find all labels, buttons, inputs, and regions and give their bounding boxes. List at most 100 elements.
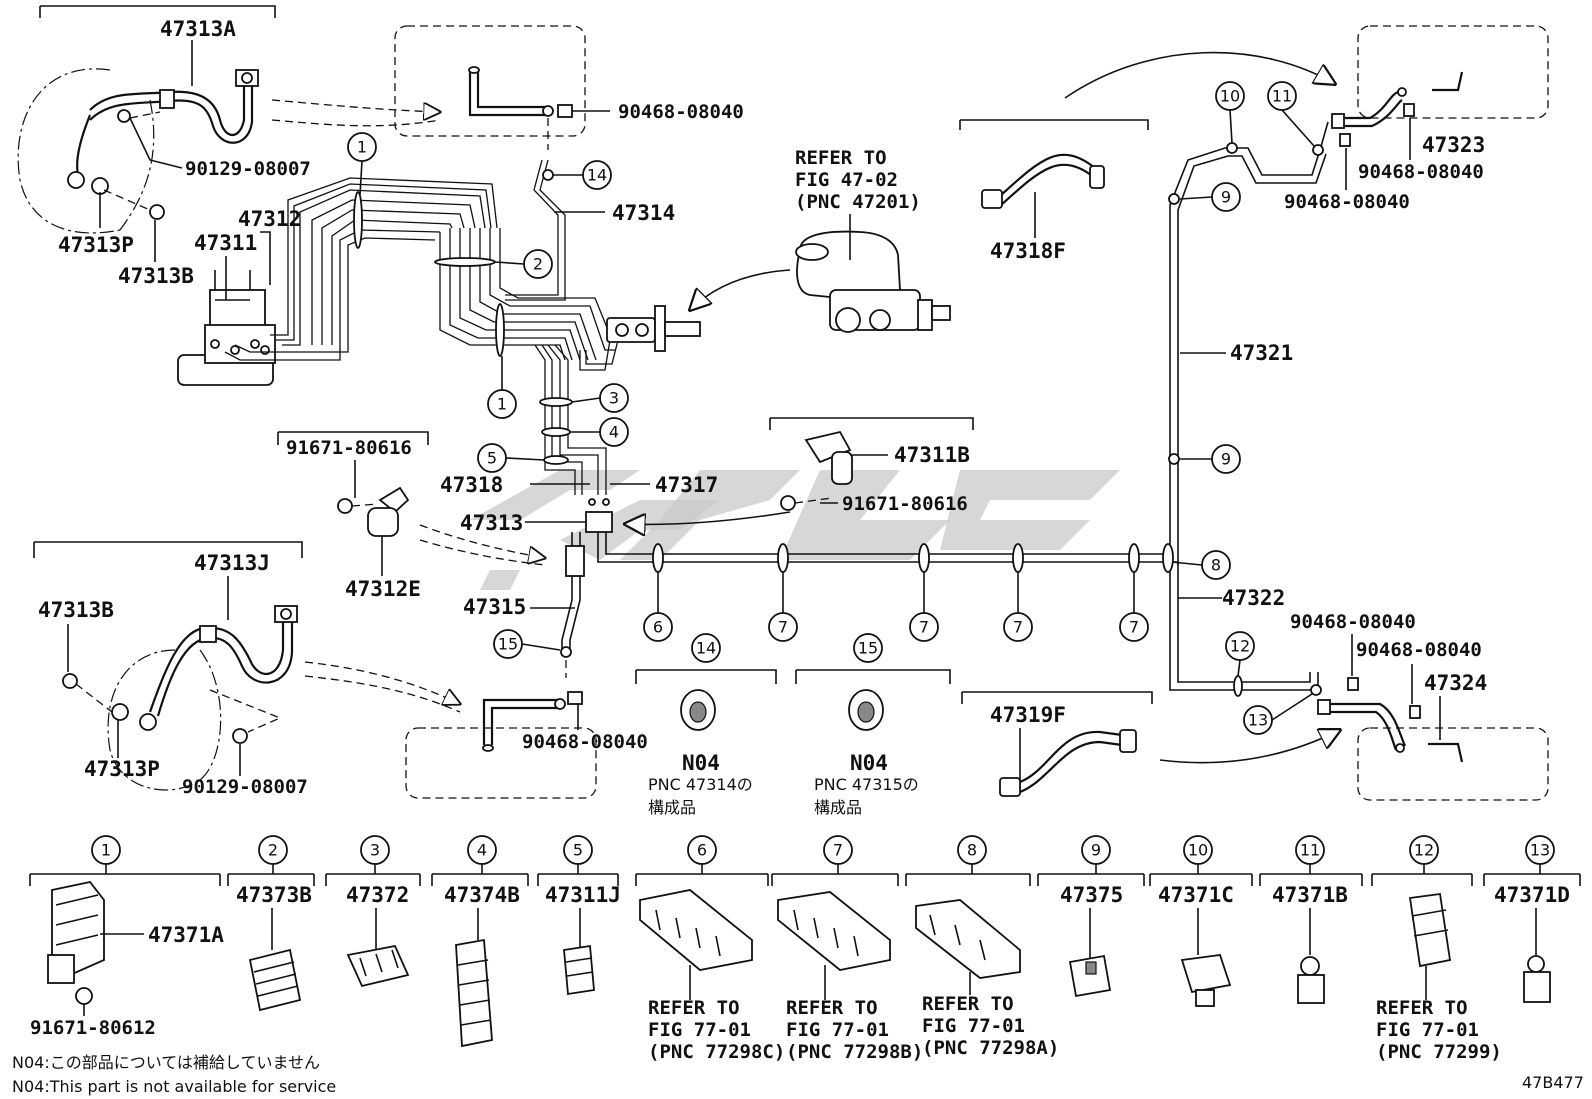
svg-text:6: 6: [697, 841, 707, 860]
callout-8: 8: [1201, 550, 1231, 580]
bracket-n04-b: [795, 669, 951, 684]
catalog-item-11: 11 47371B: [1259, 835, 1363, 1004]
inset-box-bottom-right: [1357, 727, 1549, 801]
callout-15: 15: [493, 629, 523, 659]
callouts: 1 2 1 3 4 5 14 15 6 7 7 7 7 8 9 9 10 11: [347, 81, 1315, 735]
callout-14-bottom: 14: [691, 633, 721, 663]
svg-text:3: 3: [609, 389, 619, 408]
clamp-catalog: 1 47371A 91671-80612 2 47373B 3 47372: [29, 835, 1581, 1063]
clip-9-mid: [1168, 453, 1180, 465]
catalog-fig-7: FIG 77-01: [786, 1019, 889, 1041]
pipe-47324: [1317, 677, 1464, 763]
catalog-fig-8: FIG 77-01: [922, 1015, 1025, 1037]
union-b: [602, 498, 610, 506]
catalog-refer-8: REFER TO: [922, 993, 1014, 1015]
master-cylinder: [795, 230, 951, 333]
grommet-n04-b: [848, 689, 884, 731]
label-47324: 47324: [1424, 671, 1487, 695]
svg-text:13: 13: [1248, 711, 1268, 730]
callout-9-top: 9: [1211, 182, 1241, 212]
label-47313J: 47313J: [194, 551, 270, 575]
svg-text:7: 7: [778, 618, 788, 637]
callout-7a: 7: [768, 612, 798, 642]
pipe-47323: [1331, 71, 1464, 147]
svg-text:7: 7: [833, 841, 843, 860]
label-47313: 47313: [460, 511, 523, 535]
catalog-item-3: 3 47372: [325, 835, 421, 988]
catalog-part-3: 47372: [346, 883, 409, 907]
label-47319F: 47319F: [990, 703, 1066, 727]
svg-text:8: 8: [1211, 556, 1221, 575]
catalog-item-10: 10 47371C: [1149, 835, 1253, 1007]
arrow-47313J: [304, 661, 460, 704]
callout-7b: 7: [909, 612, 939, 642]
svg-text:3: 3: [370, 841, 380, 860]
callout-3: 3: [599, 383, 629, 413]
svg-text:9: 9: [1091, 841, 1101, 860]
catalog-item-6: 6 REFER TO FIG 77-01 (PNC 77298C): [635, 835, 785, 1063]
svg-text:5: 5: [573, 841, 583, 860]
label-47311: 47311: [194, 231, 257, 255]
svg-text:2: 2: [268, 841, 278, 860]
label-47313A: 47313A: [160, 17, 236, 41]
bundle-clamps: [353, 191, 573, 465]
catalog-item-12: 12 REFER TO FIG 77-01 (PNC 77299): [1371, 835, 1502, 1063]
catalog-part-9: 47375: [1060, 883, 1123, 907]
label-90468-d: 90468-08040: [522, 731, 648, 753]
leader-47312: [260, 231, 271, 285]
catalog-part-2: 47373B: [236, 883, 312, 907]
label-47313P-a: 47313P: [58, 233, 134, 257]
catalog-refer-6: REFER TO: [648, 997, 740, 1019]
catalog-part-5: 47311J: [545, 883, 621, 907]
hose-47313J: [62, 605, 298, 791]
svg-text:15: 15: [498, 635, 518, 654]
label-90468-e: 90468-08040: [1290, 611, 1416, 633]
label-47313P-b: 47313P: [84, 757, 160, 781]
callout-7c: 7: [1003, 612, 1033, 642]
pipe-end-bottom-center: [482, 691, 583, 752]
label-47317: 47317: [655, 473, 718, 497]
catalog-item-4: 4 47374B: [431, 835, 529, 1048]
pipe-47321: [1169, 121, 1329, 565]
pipe-47315: [560, 532, 585, 678]
bracket-n04-a: [635, 669, 777, 684]
pipe-bundle: [224, 159, 625, 495]
catalog-pnc-12: (PNC 77299): [1376, 1041, 1502, 1063]
catalog-item-8: 8 REFER TO FIG 77-01 (PNC 77298A): [905, 835, 1059, 1059]
svg-text:11: 11: [1300, 841, 1320, 860]
callout-15-bottom: 15: [853, 633, 883, 663]
catalog-pnc-6: (PNC 77298C): [648, 1041, 785, 1063]
callout-2: 2: [523, 249, 553, 279]
arrow-47311B: [625, 511, 791, 524]
grommet-n04-a: [680, 689, 716, 731]
label-90129-b: 90129-08007: [182, 776, 308, 798]
label-47323: 47323: [1422, 133, 1485, 157]
callout-1-top: 1: [347, 132, 377, 162]
callout-6: 6: [643, 612, 673, 642]
hose-47313A-group: [17, 5, 440, 262]
catalog-item-13: 13 47371D: [1483, 835, 1581, 1003]
svg-text:12: 12: [1230, 637, 1250, 656]
pipe-end-top-center: [468, 66, 610, 150]
callout-9-mid: 9: [1211, 444, 1241, 474]
svg-text:10: 10: [1188, 841, 1208, 860]
clip-47312E: [337, 486, 410, 537]
callout-11: 11: [1267, 81, 1297, 111]
label-47322: 47322: [1222, 586, 1285, 610]
label-47313B-a: 47313B: [118, 264, 194, 288]
label-90468-a: 90468-08040: [618, 101, 744, 123]
label-90468-c: 90468-08040: [1284, 191, 1410, 213]
catalog-part-1: 47371A: [148, 923, 224, 947]
label-pnc-n04-b: PNC 47315の: [814, 775, 919, 794]
label-47318: 47318: [440, 473, 503, 497]
clip-47311B: [780, 430, 853, 511]
catalog-part-11: 47371B: [1272, 883, 1348, 907]
catalog-part-4: 47374B: [444, 883, 520, 907]
label-pnc-n04-a: PNC 47314の: [648, 775, 753, 794]
junction-47313: [585, 511, 613, 533]
label-kousei-b: 構成品: [814, 798, 862, 817]
svg-text:15: 15: [858, 639, 878, 658]
callout-14-top: 14: [582, 160, 612, 190]
svg-text:14: 14: [696, 639, 716, 658]
